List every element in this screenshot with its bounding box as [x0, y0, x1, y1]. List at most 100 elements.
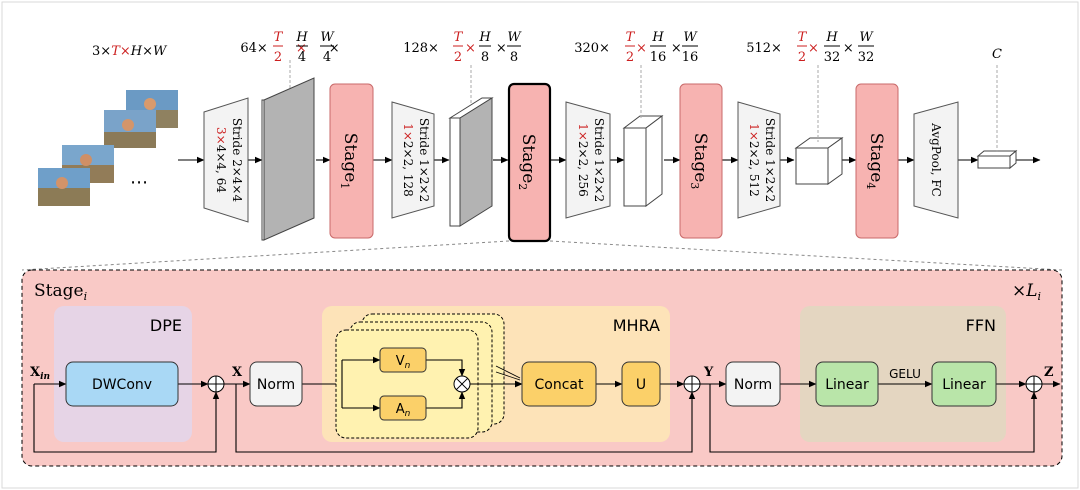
stem-conv-label-1: 3×4×4, 64: [214, 127, 228, 193]
svg-text:2: 2: [798, 50, 806, 65]
dwconv-block: DWConv: [65, 361, 179, 407]
concat-block: Concat: [521, 361, 597, 407]
feature-map-1: [261, 60, 315, 241]
dim-fractions-3: T 2 H 16 W 16: [625, 30, 698, 65]
svg-text:1×2×2, 512: 1×2×2, 512: [747, 123, 761, 197]
svg-text:An: An: [396, 402, 411, 419]
value-block: Vn: [379, 347, 427, 373]
svg-text:Norm: Norm: [734, 377, 772, 393]
stage-3-label: Stage3: [688, 133, 710, 190]
stage-2-label: Stage2: [516, 134, 538, 191]
linear-block-2: Linear: [931, 361, 997, 407]
linear-block-1: Linear: [815, 361, 879, 407]
svg-text:Norm: Norm: [257, 377, 295, 393]
add-node-2: [683, 375, 701, 393]
svg-text:8: 8: [481, 50, 489, 65]
ffn-title: FFN: [966, 316, 996, 335]
input-shape-label: 3×T×H×W: [92, 44, 168, 59]
svg-text:W: W: [859, 30, 874, 45]
svg-text:H: H: [825, 30, 838, 45]
svg-text:32: 32: [858, 50, 875, 65]
add-node-3: [1025, 375, 1043, 393]
svg-text:H: H: [478, 30, 491, 45]
dim-fractions-1: T 2 H 4 W 4: [273, 30, 335, 65]
svg-text:Concat: Concat: [535, 377, 584, 393]
svg-text:Stride 1×2×2: Stride 1×2×2: [417, 118, 431, 202]
video-frame: [38, 168, 90, 206]
mhra-title: MHRA: [613, 316, 660, 335]
svg-text:T: T: [274, 30, 284, 45]
svg-text:W: W: [507, 30, 522, 45]
stage-1-block: Stage1: [329, 83, 374, 239]
downsample-conv-2: 1×2×2, 256 Stride 1×2×2: [565, 101, 611, 219]
stage-3-block: Stage3: [679, 83, 723, 239]
dim-label-2: 128×××: [403, 41, 507, 56]
feature-map-3: [622, 65, 664, 207]
svg-text:16: 16: [650, 50, 667, 65]
svg-text:DWConv: DWConv: [92, 377, 152, 393]
video-frame: [104, 110, 156, 148]
ffn-panel: [800, 306, 1006, 442]
svg-text:T: T: [626, 30, 636, 45]
input-video-frames: ⋯: [38, 90, 178, 206]
svg-text:8: 8: [510, 50, 518, 65]
dim-label-1: 64×××: [240, 41, 339, 56]
norm-block-1: Norm: [249, 361, 303, 407]
svg-text:2: 2: [626, 50, 634, 65]
svg-text:32: 32: [824, 50, 841, 65]
svg-text:16: 16: [682, 50, 699, 65]
dpe-title: DPE: [150, 316, 182, 335]
u-projection-block: U: [621, 361, 661, 407]
downsample-conv-3: 1×2×2, 512 Stride 1×2×2: [737, 101, 781, 219]
head-connections: [341, 356, 523, 412]
stage-2-block: Stage2: [507, 82, 552, 243]
feature-map-2: [448, 65, 494, 227]
add-node-1: [207, 375, 225, 393]
svg-text:Linear: Linear: [825, 377, 869, 393]
svg-text:Stride 1×2×2: Stride 1×2×2: [763, 118, 777, 202]
svg-text:2: 2: [274, 50, 282, 65]
x-in-label: Xin: [30, 365, 50, 382]
output-vector: [976, 65, 1018, 170]
dim-label-4: 512×××: [746, 41, 854, 56]
svg-text:1×2×2, 128: 1×2×2, 128: [401, 123, 415, 197]
svg-text:4: 4: [298, 50, 306, 65]
svg-text:1×2×2, 256: 1×2×2, 256: [576, 123, 590, 197]
downsample-conv-1: 1×2×2, 128 Stride 1×2×2: [391, 101, 435, 219]
svg-text:Vn: Vn: [396, 354, 411, 371]
stage-1-label: Stage1: [338, 133, 360, 190]
zoom-line-right: [549, 240, 1063, 271]
svg-text:U: U: [636, 377, 646, 393]
dim-fractions-4: T 2 H 32 W 32: [797, 30, 874, 65]
x-label: X: [232, 365, 243, 380]
z-label: Z: [1044, 365, 1054, 380]
gelu-label: GELU: [889, 367, 921, 381]
svg-text:W: W: [320, 30, 335, 45]
stage-4-label: Stage4: [864, 133, 886, 190]
head-label: AvgPool, FC: [929, 122, 943, 197]
stage-i-title: Stagei: [34, 281, 87, 303]
svg-text:H: H: [651, 30, 664, 45]
output-dim-label: C: [992, 47, 1002, 62]
ellipsis: ⋯: [130, 172, 148, 193]
y-label: Y: [703, 365, 714, 380]
svg-text:Stride 1×2×2: Stride 1×2×2: [592, 118, 606, 202]
svg-text:W: W: [683, 30, 698, 45]
svg-text:Linear: Linear: [942, 377, 986, 393]
feature-map-4: [794, 65, 844, 185]
repeat-label: ×Li: [1012, 281, 1041, 303]
svg-text:T: T: [454, 30, 464, 45]
stem-conv-label-2: Stride 2×4×4: [230, 118, 244, 203]
stem-conv-block: 3×4×4, 64 Stride 2×4×4: [203, 97, 249, 223]
dim-fractions-2: T 2 H 8 W 8: [453, 30, 522, 65]
stage-4-block: Stage4: [855, 83, 899, 239]
multiply-node: [453, 375, 471, 393]
norm-block-2: Norm: [725, 361, 781, 407]
affinity-block: An: [379, 395, 427, 421]
svg-text:2: 2: [454, 50, 462, 65]
svg-text:H: H: [295, 30, 308, 45]
svg-text:T: T: [798, 30, 808, 45]
svg-text:4: 4: [323, 50, 331, 65]
dim-label-3: 320×××: [574, 41, 682, 56]
